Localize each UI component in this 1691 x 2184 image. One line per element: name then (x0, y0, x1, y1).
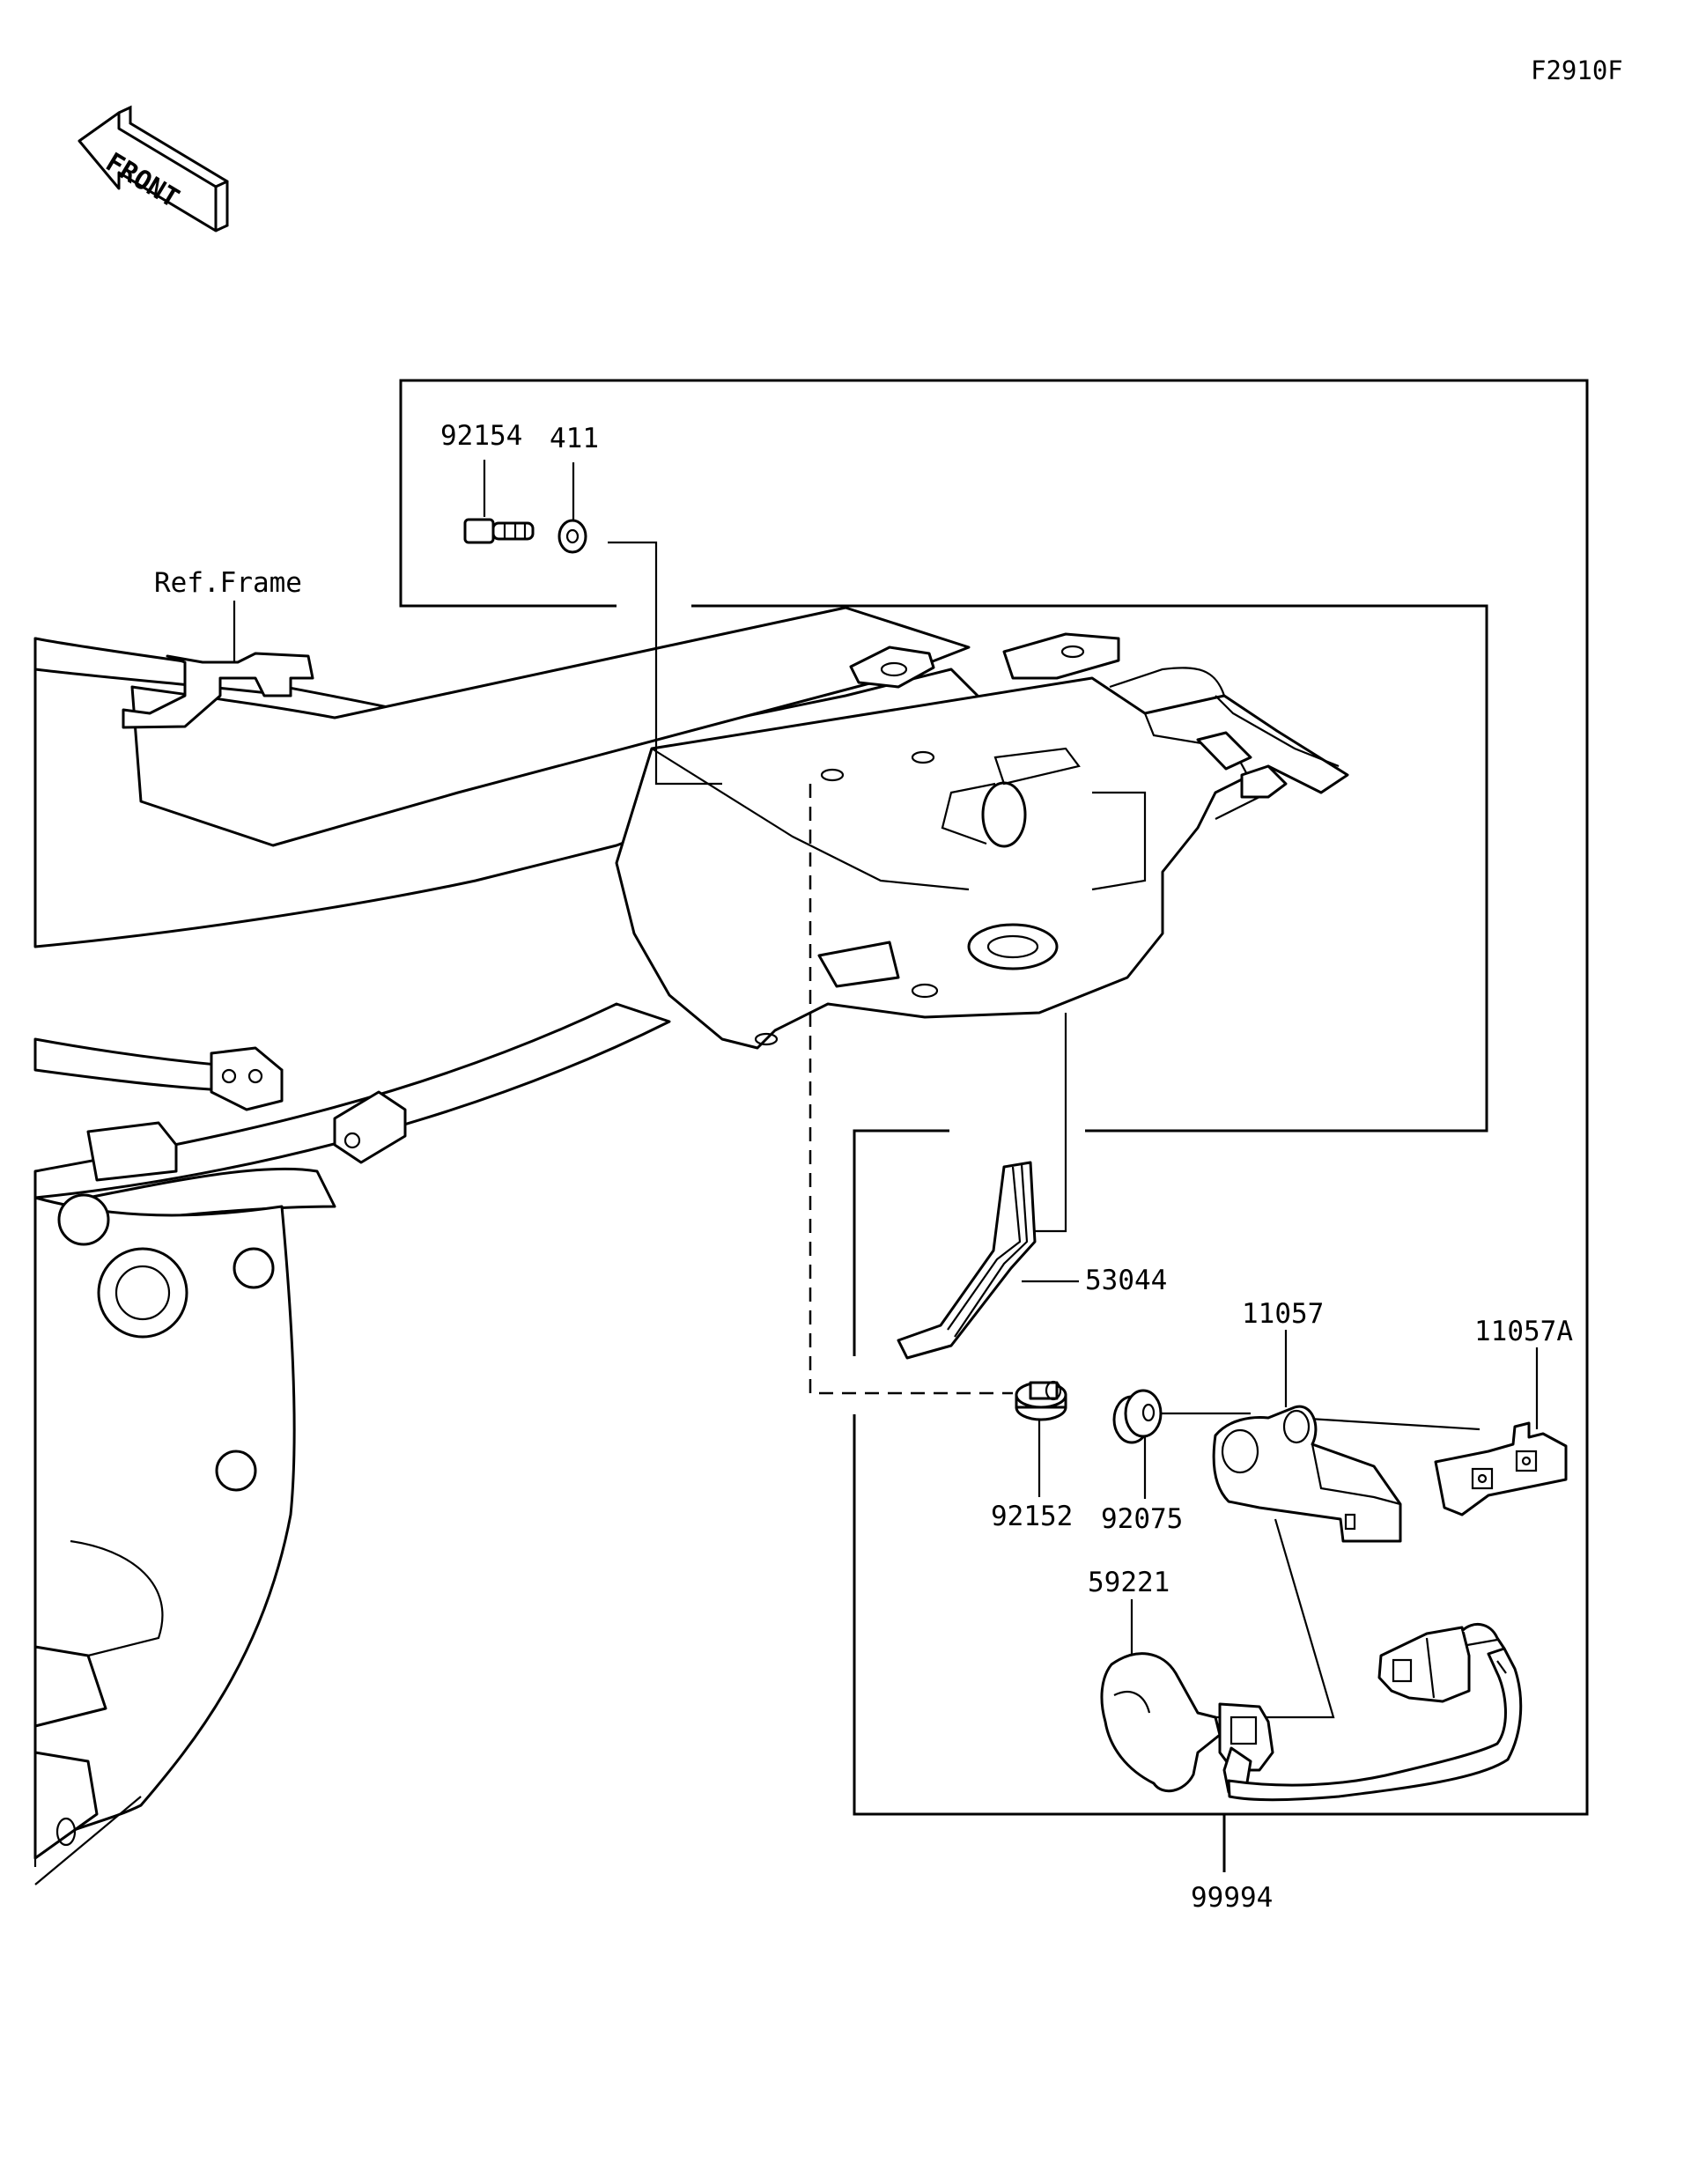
bracket-11057a (1434, 1347, 1568, 1516)
part-label-411: 411 (550, 423, 599, 454)
bracket-11057 (1212, 1330, 1402, 1543)
frame (33, 606, 1349, 1885)
rubber-strip-53044 (897, 1161, 1079, 1360)
bolt-92154 (463, 460, 535, 544)
ref-frame-label: Ref.Frame (154, 567, 302, 599)
harness-59221 (1100, 1599, 1523, 1802)
grommet-92075 (1112, 1389, 1163, 1499)
inner-boundary (691, 604, 1488, 1133)
part-label-11057a: 11057A (1474, 1316, 1573, 1347)
part-label-92152: 92152 (991, 1501, 1073, 1532)
part-label-59221: 59221 (1088, 1567, 1170, 1598)
part-label-11057: 11057 (1242, 1298, 1324, 1330)
washer-411 (558, 462, 587, 554)
part-label-99994: 99994 (1191, 1882, 1273, 1914)
part-label-92075: 92075 (1101, 1503, 1183, 1535)
collar-92152 (1015, 1380, 1067, 1497)
part-label-92154: 92154 (440, 420, 522, 452)
part-label-53044: 53044 (1085, 1265, 1167, 1296)
front-arrow-icon: FRONT (78, 105, 229, 232)
kit-boundary (399, 379, 1589, 1816)
diagram-code: F2910F (1531, 55, 1623, 85)
